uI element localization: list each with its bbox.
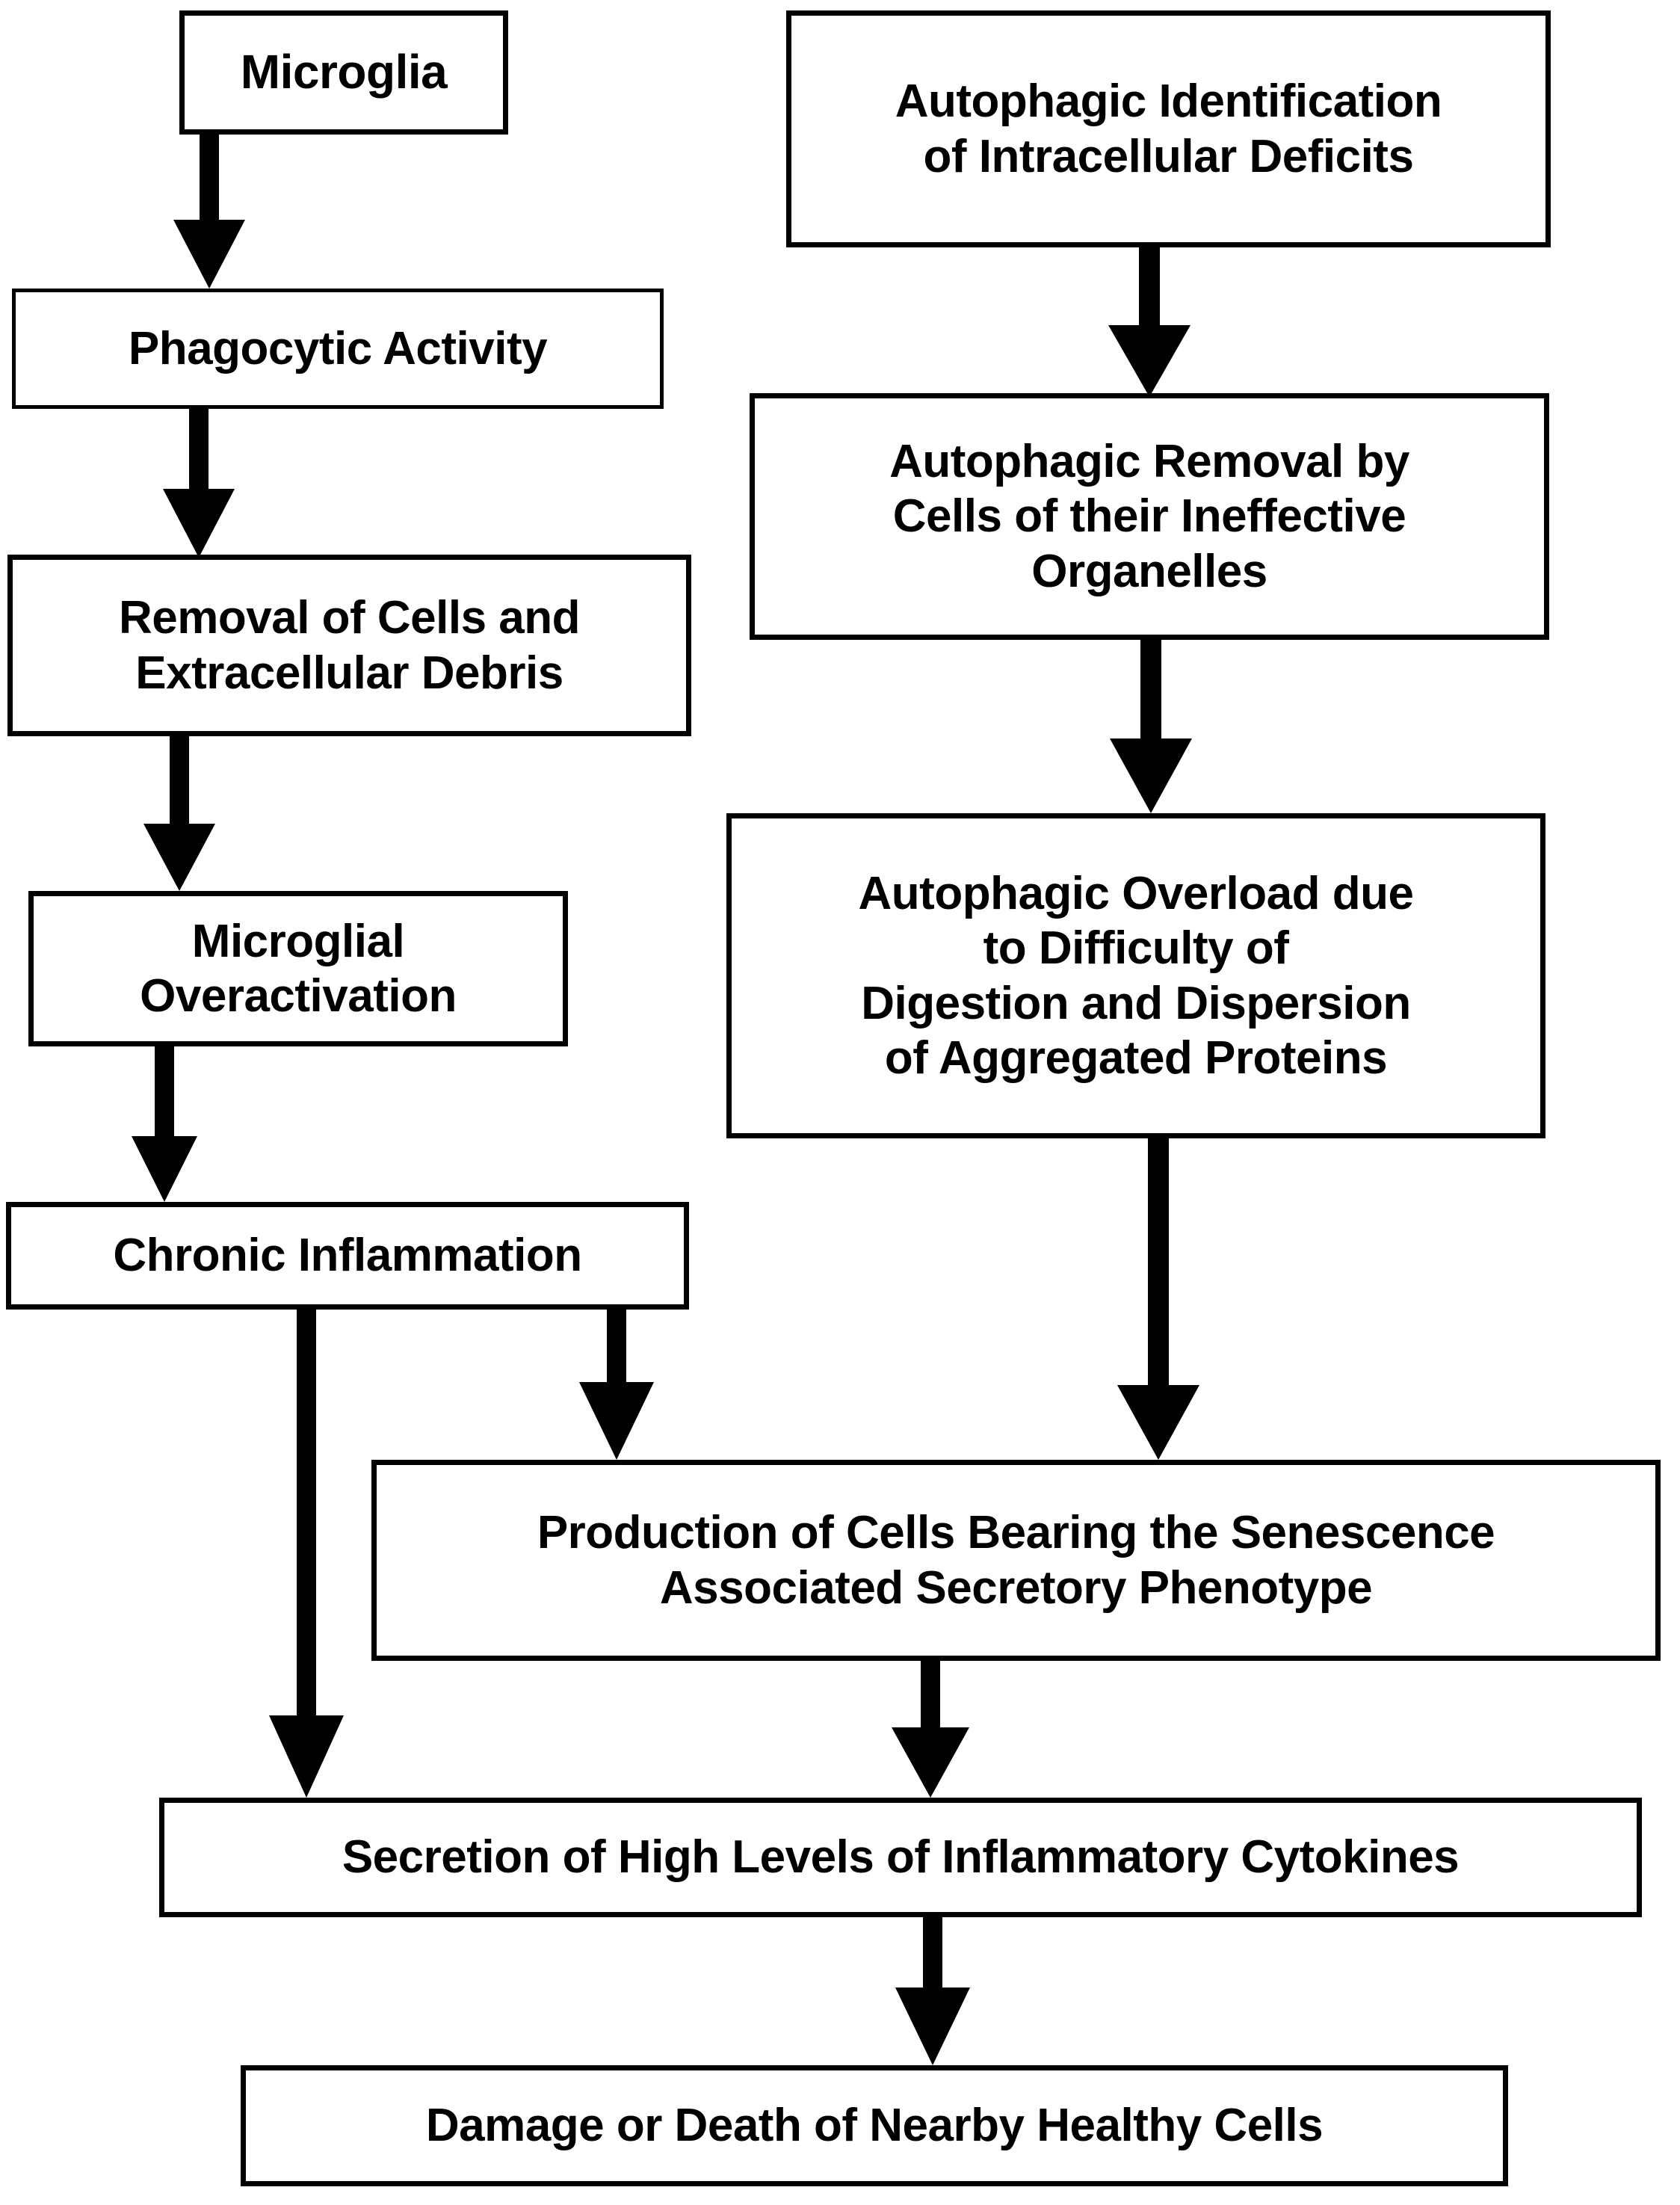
arrow-microglia-to-phagocytic	[149, 135, 269, 289]
node-autophagic-identification[interactable]: Autophagic Identification of Intracellul…	[786, 10, 1551, 247]
node-phagocytic-activity[interactable]: Phagocytic Activity	[12, 289, 664, 409]
node-label: Chronic Inflammation	[113, 1230, 582, 1282]
node-label: Removal of Cells and Extracellular Debri…	[118, 592, 581, 699]
node-label: Microglial Overactivation	[140, 915, 457, 1022]
node-autophagic-overload[interactable]: Autophagic Overload due to Difficulty of…	[726, 813, 1545, 1138]
arrow-sasp-to-cytokines	[863, 1661, 998, 1798]
node-label: Damage or Death of Nearby Healthy Cells	[425, 2100, 1324, 2152]
arrow-autophagic-overload-to-sasp	[1091, 1138, 1226, 1460]
node-chronic-inflammation[interactable]: Chronic Inflammation	[6, 1202, 689, 1310]
node-label: Autophagic Overload due to Difficulty of…	[858, 868, 1414, 1084]
node-damage-or-death[interactable]: Damage or Death of Nearby Healthy Cells	[241, 2065, 1508, 2186]
node-microglial-overactivation[interactable]: Microglial Overactivation	[28, 891, 568, 1046]
arrow-removal-to-overactivation	[120, 736, 239, 891]
node-label: Microglia	[240, 45, 448, 99]
node-label: Production of Cells Bearing the Senescen…	[537, 1507, 1495, 1614]
node-label: Autophagic Identification of Intracellul…	[895, 75, 1442, 182]
node-cytokines[interactable]: Secretion of High Levels of Inflammatory…	[159, 1798, 1642, 1917]
node-label: Secretion of High Levels of Inflammatory…	[342, 1831, 1460, 1884]
arrow-phagocytic-to-removal	[139, 409, 259, 558]
arrow-cytokines-to-damage	[865, 1917, 1000, 2065]
node-autophagic-removal[interactable]: Autophagic Removal by Cells of their Ine…	[750, 393, 1549, 640]
arrow-autophagic-id-to-removal	[1082, 247, 1217, 397]
arrow-overactivation-to-chronic	[108, 1046, 220, 1202]
node-label: Autophagic Removal by Cells of their Ine…	[889, 436, 1409, 597]
node-sasp[interactable]: Production of Cells Bearing the Senescen…	[371, 1460, 1661, 1661]
node-microglia[interactable]: Microglia	[179, 10, 508, 135]
arrow-chronic-to-sasp	[557, 1310, 676, 1460]
arrow-chronic-to-cytokines	[247, 1310, 366, 1798]
node-label: Phagocytic Activity	[128, 322, 548, 374]
node-removal-of-cells[interactable]: Removal of Cells and Extracellular Debri…	[7, 555, 691, 736]
arrow-autophagic-removal-to-overload	[1084, 640, 1218, 813]
